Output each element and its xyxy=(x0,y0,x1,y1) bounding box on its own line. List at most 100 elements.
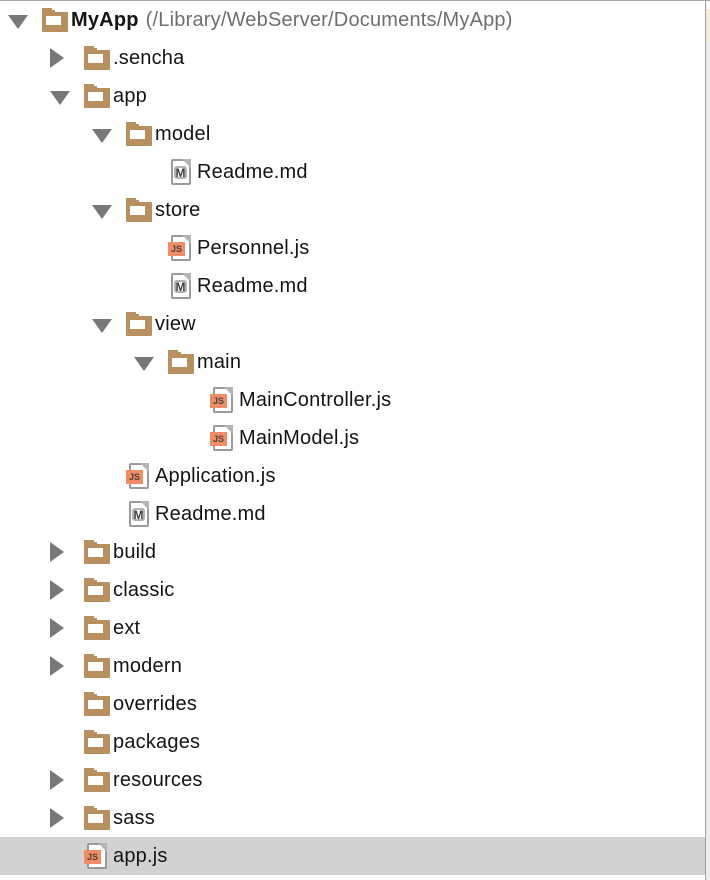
js-file-icon: JS xyxy=(168,235,191,261)
folder-icon xyxy=(126,198,152,222)
disclosure-triangle xyxy=(92,464,126,488)
folder-icon xyxy=(42,8,68,32)
item-label: MainController.js xyxy=(239,388,392,411)
tree-row[interactable]: JS Personnel.js xyxy=(0,229,710,267)
page-fold xyxy=(224,425,233,434)
js-file-icon: JS xyxy=(126,463,149,489)
folder-icon xyxy=(84,730,110,754)
item-label: Readme.md xyxy=(155,502,266,525)
edge-accent xyxy=(706,9,710,41)
item-label: Personnel.js xyxy=(197,236,310,259)
folder-icon xyxy=(84,540,110,564)
js-badge: JS xyxy=(168,242,185,256)
disclosure-triangle xyxy=(50,730,84,754)
disclosure-triangle xyxy=(50,875,84,880)
folder-icon xyxy=(84,806,110,830)
disclosure-triangle[interactable] xyxy=(50,578,84,602)
folder-icon xyxy=(84,616,110,640)
disclosure-triangle xyxy=(176,426,210,450)
disclosure-triangle xyxy=(92,502,126,526)
item-path: (/Library/WebServer/Documents/MyApp) xyxy=(145,8,513,31)
disclosure-triangle xyxy=(134,274,168,298)
item-label: ext xyxy=(113,616,141,639)
js-badge: JS xyxy=(210,394,227,408)
tree-row[interactable]: overrides xyxy=(0,685,710,723)
item-label: modern xyxy=(113,654,183,677)
disclosure-triangle xyxy=(50,692,84,716)
item-label: resources xyxy=(113,768,203,791)
page-fold xyxy=(182,235,191,244)
tree-row[interactable]: ext xyxy=(0,609,710,647)
folder-icon xyxy=(84,654,110,678)
js-file-icon: JS xyxy=(210,387,233,413)
disclosure-triangle xyxy=(134,236,168,260)
item-label: classic xyxy=(113,578,175,601)
tree-row[interactable]: classic xyxy=(0,571,710,609)
tree-row[interactable]: packages xyxy=(0,723,710,761)
md-badge: M xyxy=(132,507,145,522)
tree-row[interactable]: M Readme.md xyxy=(0,495,710,533)
item-label: build xyxy=(113,540,157,563)
disclosure-triangle[interactable] xyxy=(92,198,126,222)
disclosure-triangle xyxy=(176,388,210,412)
tree-row[interactable]: M Readme.md xyxy=(0,267,710,305)
disclosure-triangle[interactable] xyxy=(92,312,126,336)
item-label: view xyxy=(155,312,196,335)
md-file-icon: M xyxy=(171,159,191,185)
disclosure-triangle[interactable] xyxy=(50,84,84,108)
page-fold xyxy=(98,843,107,852)
tree-row[interactable]: app xyxy=(0,77,710,115)
item-label: Readme.md xyxy=(197,160,308,183)
folder-icon xyxy=(168,350,194,374)
page-fold xyxy=(182,159,191,168)
md-file-icon: M xyxy=(171,273,191,299)
item-label: MainModel.js xyxy=(239,426,360,449)
disclosure-triangle[interactable] xyxy=(134,350,168,374)
item-label: app xyxy=(113,84,147,107)
tree-row[interactable]: modern xyxy=(0,647,710,685)
item-label: model xyxy=(155,122,211,145)
tree-row[interactable]: sass xyxy=(0,799,710,837)
disclosure-triangle[interactable] xyxy=(50,768,84,792)
disclosure-triangle[interactable] xyxy=(8,8,42,32)
js-badge: JS xyxy=(126,470,143,484)
disclosure-triangle xyxy=(50,844,84,868)
tree-row[interactable]: JS app.js xyxy=(0,837,710,875)
tree-row[interactable]: MyApp (/Library/WebServer/Documents/MyAp… xyxy=(0,1,710,39)
page-fold xyxy=(140,463,149,472)
page-fold xyxy=(224,387,233,396)
item-label: app.js xyxy=(113,844,168,867)
disclosure-triangle[interactable] xyxy=(50,654,84,678)
disclosure-triangle[interactable] xyxy=(50,46,84,70)
tree-row[interactable]: build xyxy=(0,533,710,571)
tree-row[interactable]: view xyxy=(0,305,710,343)
item-label: sass xyxy=(113,806,155,829)
tree-row[interactable] xyxy=(0,875,710,880)
tree-row[interactable]: JS MainController.js xyxy=(0,381,710,419)
md-file-icon: M xyxy=(129,501,149,527)
page-fold xyxy=(140,501,149,510)
disclosure-triangle[interactable] xyxy=(50,540,84,564)
disclosure-triangle[interactable] xyxy=(92,122,126,146)
tree-row[interactable]: .sencha xyxy=(0,39,710,77)
item-label: MyApp xyxy=(71,8,139,31)
item-label: .sencha xyxy=(113,46,185,69)
md-badge: M xyxy=(174,165,187,180)
folder-icon xyxy=(126,122,152,146)
tree-row[interactable]: JS MainModel.js xyxy=(0,419,710,457)
tree-row[interactable]: main xyxy=(0,343,710,381)
tree-row[interactable]: M Readme.md xyxy=(0,153,710,191)
item-label: overrides xyxy=(113,692,198,715)
tree-row[interactable]: JS Application.js xyxy=(0,457,710,495)
folder-icon xyxy=(126,312,152,336)
js-file-icon: JS xyxy=(210,425,233,451)
item-label: Application.js xyxy=(155,464,276,487)
item-label: Readme.md xyxy=(197,274,308,297)
tree-row[interactable]: model xyxy=(0,115,710,153)
tree-row[interactable]: resources xyxy=(0,761,710,799)
tree-row[interactable]: store xyxy=(0,191,710,229)
disclosure-triangle[interactable] xyxy=(50,616,84,640)
disclosure-triangle[interactable] xyxy=(50,806,84,830)
